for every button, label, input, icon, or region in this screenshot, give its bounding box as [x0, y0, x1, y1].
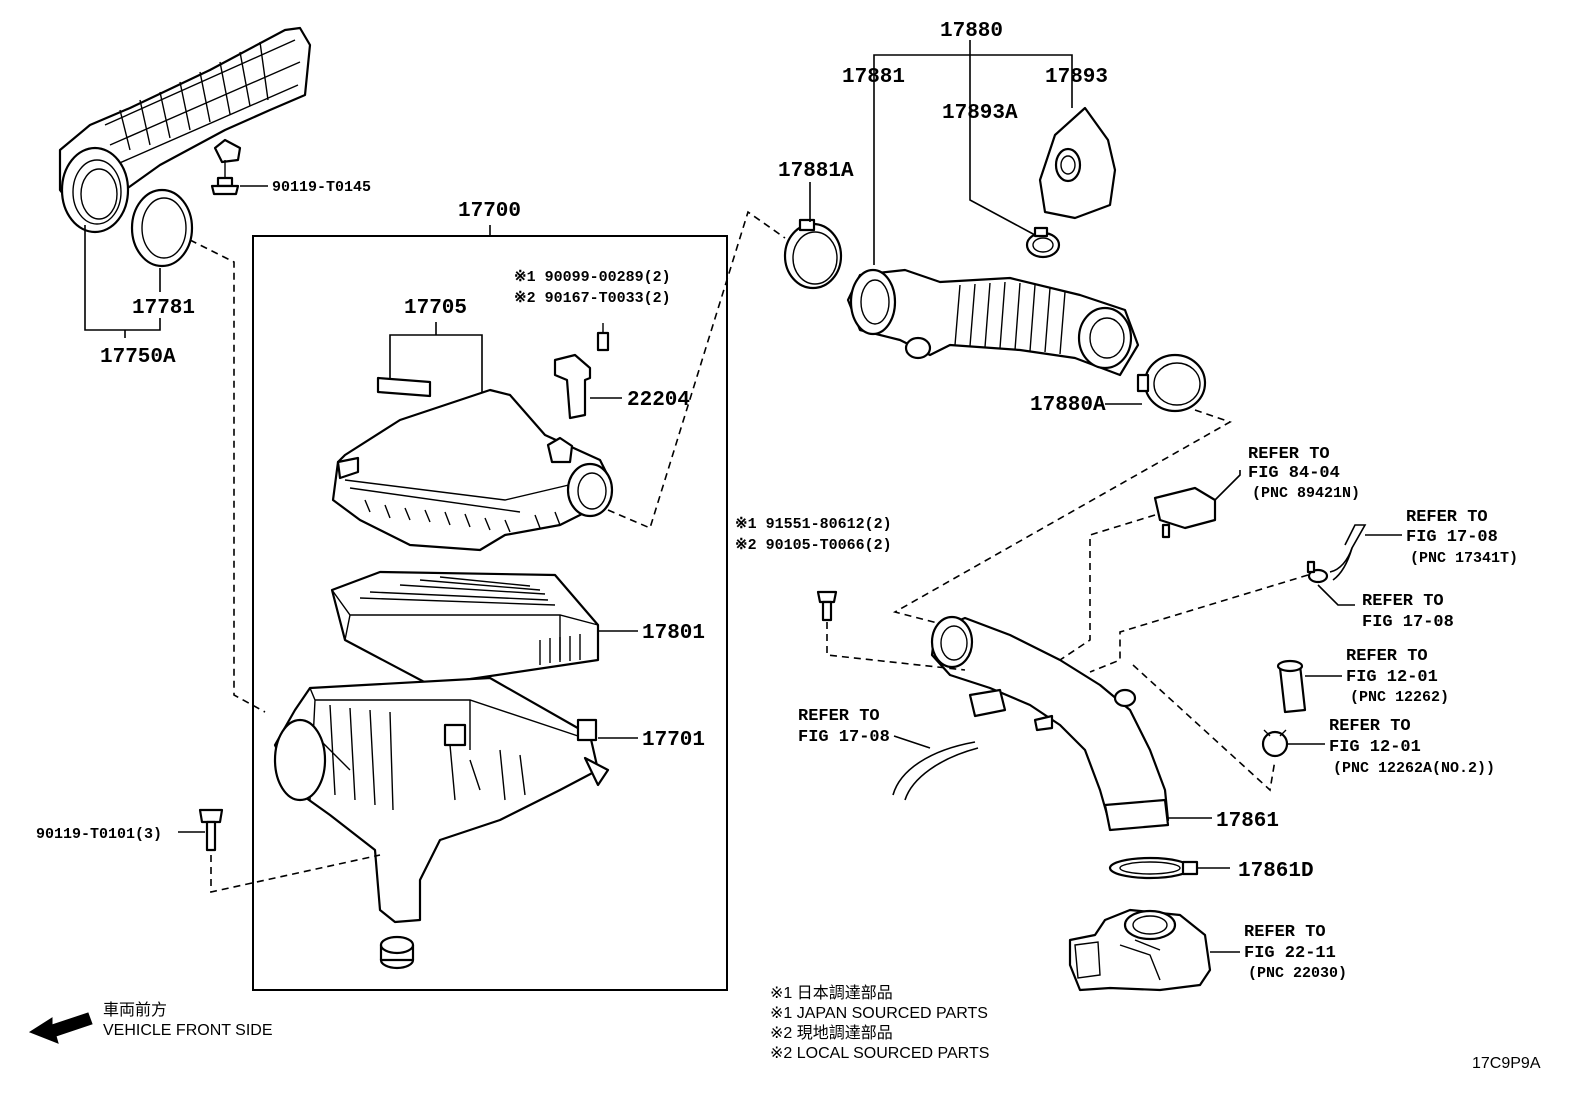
ref-sensor-3: (PNC 89421N)	[1252, 485, 1360, 502]
ref-sensor-1: REFER TO	[1248, 445, 1330, 464]
legend-line-3: ※2 現地調達部品	[770, 1024, 893, 1042]
ref-pipe-3: (PNC 12262)	[1350, 689, 1449, 706]
label-17880: 17880	[940, 20, 1003, 43]
label-22204: 22204	[627, 389, 690, 412]
ref-hose-top-3: (PNC 17341T)	[1410, 550, 1518, 567]
vacuum-hose	[1329, 524, 1367, 573]
mass-airflow-sensor	[553, 323, 610, 420]
note-screw-b-2: ※2 90105-T0066(2)	[735, 537, 892, 554]
label-90119-t0145: 90119-T0145	[272, 179, 371, 196]
ref-throttle-2: FIG 22-11	[1244, 944, 1336, 963]
ref-clip-1: REFER TO	[1362, 592, 1444, 611]
arrow-left-icon	[28, 1012, 93, 1044]
hose-clamp-17881a	[783, 218, 843, 290]
bolt-90119-t0145	[210, 160, 240, 196]
intake-hose	[846, 268, 1140, 377]
hose-clamp-17880a	[1136, 353, 1207, 413]
air-cleaner-cap	[331, 388, 614, 552]
ref-hose-top-1: REFER TO	[1406, 508, 1488, 527]
label-17861d: 17861D	[1238, 860, 1314, 883]
clamp-ring-17781	[130, 188, 194, 268]
rubber-mount	[379, 935, 415, 970]
label-17750a: 17750A	[100, 346, 176, 369]
intake-pipe	[930, 615, 1170, 832]
ref-pipe-2: FIG 12-01	[1346, 668, 1438, 687]
air-cleaner-case	[273, 676, 610, 924]
intake-air-temp-sensor	[1153, 486, 1217, 539]
figure-code: 17C9P9A	[1472, 1055, 1541, 1072]
ref-pipe-1: REFER TO	[1346, 647, 1428, 666]
direction-label-en: VEHICLE FRONT SIDE	[103, 1022, 273, 1039]
label-17880a: 17880A	[1030, 394, 1106, 417]
label-17705: 17705	[404, 297, 467, 320]
direction-label-jp: 車両前方	[103, 1001, 167, 1019]
legend-line-4: ※2 LOCAL SOURCED PARTS	[770, 1045, 989, 1062]
label-17881a: 17881A	[778, 160, 854, 183]
o-ring	[1261, 729, 1289, 758]
ref-throttle-3: (PNC 22030)	[1248, 965, 1347, 982]
ref-hose-left-1: REFER TO	[798, 707, 880, 726]
band-clamp	[1108, 856, 1199, 880]
ref-hose-top-2: FIG 17-08	[1406, 528, 1498, 547]
throttle-body	[1068, 908, 1212, 992]
caution-label	[376, 376, 432, 398]
label-17893: 17893	[1045, 66, 1108, 89]
ref-ring-1: REFER TO	[1329, 717, 1411, 736]
ref-hose-left-2: FIG 17-08	[798, 728, 890, 747]
label-17861: 17861	[1216, 810, 1279, 833]
note-screw-a-1: ※1 90099-00289(2)	[514, 269, 671, 286]
ref-sensor-2: FIG 84-04	[1248, 464, 1340, 483]
label-17801: 17801	[642, 622, 705, 645]
legend-line-2: ※1 JAPAN SOURCED PARTS	[770, 1005, 988, 1022]
union-pipe	[1276, 659, 1307, 714]
legend-line-1: ※1 日本調達部品	[770, 984, 893, 1002]
note-screw-b-1: ※1 91551-80612(2)	[735, 516, 892, 533]
hose-clip	[1306, 560, 1329, 584]
ref-throttle-1: REFER TO	[1244, 923, 1326, 942]
label-17781: 17781	[132, 297, 195, 320]
label-90119-t0101: 90119-T0101(3)	[36, 826, 162, 843]
ref-ring-3: (PNC 12262A(NO.2))	[1333, 760, 1495, 777]
resonator-clamp	[1025, 226, 1061, 259]
ref-ring-2: FIG 12-01	[1329, 738, 1421, 757]
resonator	[1038, 106, 1117, 220]
breather-hose	[892, 741, 976, 796]
label-17700: 17700	[458, 200, 521, 223]
note-screw-a-2: ※2 90167-T0033(2)	[514, 290, 671, 307]
screw-91551	[816, 590, 838, 622]
bolt-90119-t0101	[198, 808, 224, 852]
filter-element	[330, 570, 600, 687]
label-17701: 17701	[642, 729, 705, 752]
air-inlet-duct	[58, 26, 312, 234]
label-17893a: 17893A	[942, 102, 1018, 125]
ref-clip-2: FIG 17-08	[1362, 613, 1454, 632]
label-17881: 17881	[842, 66, 905, 89]
